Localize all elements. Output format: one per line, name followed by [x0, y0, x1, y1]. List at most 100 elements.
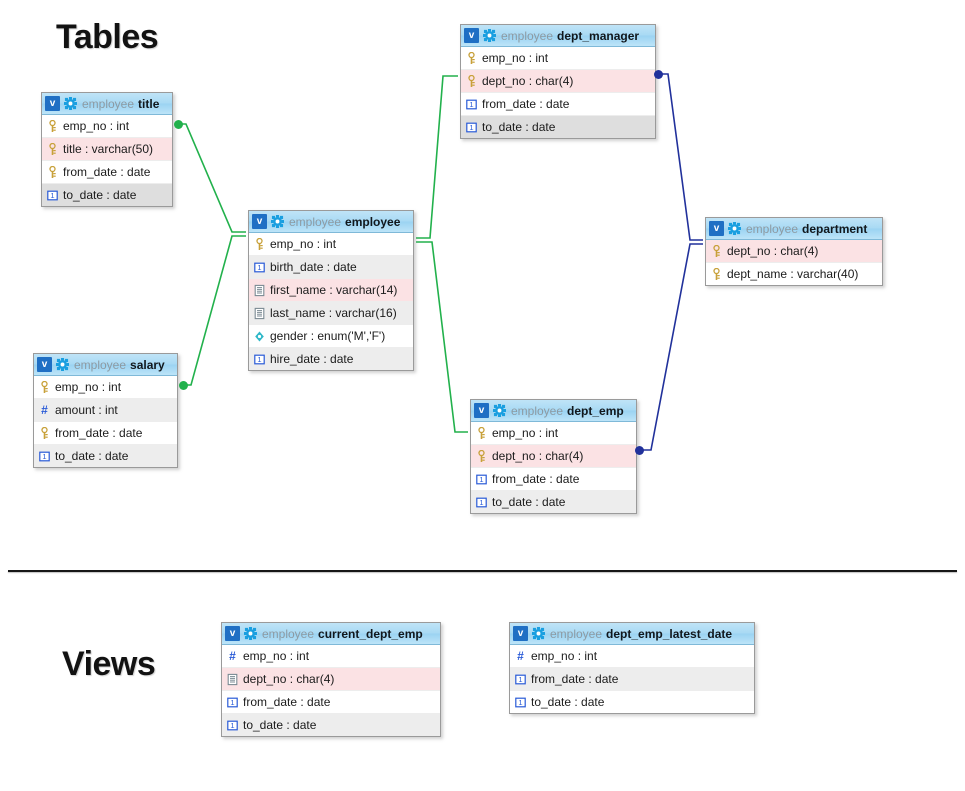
attribute-row[interactable]: dept_name : varchar(40) — [706, 263, 882, 285]
svg-text:1: 1 — [42, 452, 46, 461]
entity-schema-label: employee — [501, 28, 554, 43]
entity-schema-label: employee — [746, 221, 799, 236]
svg-text:#: # — [41, 404, 48, 417]
gear-icon — [64, 97, 77, 110]
entity-name-label: salary — [130, 357, 165, 372]
attribute-label: from_date : date — [492, 472, 580, 486]
key-icon — [478, 426, 485, 439]
attribute-label: gender : enum('M','F') — [270, 329, 386, 343]
attribute-row[interactable]: title : varchar(50) — [42, 138, 172, 161]
date-icon: 1 — [39, 451, 50, 461]
view-badge-icon: v — [37, 357, 52, 372]
attribute-row[interactable]: gender : enum('M','F') — [249, 325, 413, 348]
attribute-row[interactable]: from_date : date — [34, 422, 177, 445]
attribute-row[interactable]: emp_no : int — [461, 47, 655, 70]
attribute-label: emp_no : int — [482, 51, 549, 65]
date-icon: 1 — [515, 674, 526, 684]
attribute-row[interactable]: first_name : varchar(14) — [249, 279, 413, 302]
numeric-icon: # — [517, 650, 524, 663]
entity-schema-label: employee — [82, 96, 135, 111]
attribute-label: hire_date : date — [270, 352, 354, 366]
attribute-row[interactable]: dept_no : char(4) — [471, 445, 636, 468]
gear-icon — [728, 222, 741, 235]
svg-text:1: 1 — [230, 721, 234, 730]
attribute-row[interactable]: emp_no : int — [471, 422, 636, 445]
attribute-label: first_name : varchar(14) — [270, 283, 398, 297]
attribute-label: from_date : date — [55, 426, 143, 440]
gear-icon — [271, 215, 284, 228]
section-title-views: Views — [62, 645, 156, 683]
entity-name-label: dept_manager — [557, 28, 640, 43]
attribute-label: to_date : date — [531, 695, 605, 709]
attribute-row[interactable]: emp_no : int — [42, 115, 172, 138]
svg-text:1: 1 — [469, 123, 473, 132]
date-icon: 1 — [476, 474, 487, 484]
view-badge-icon: v — [464, 28, 479, 43]
attribute-row[interactable]: emp_no : int — [249, 233, 413, 256]
view-badge-icon: v — [513, 626, 528, 641]
entity-schema-label: employee — [262, 626, 315, 641]
attribute-row[interactable]: last_name : varchar(16) — [249, 302, 413, 325]
attribute-label: from_date : date — [243, 695, 331, 709]
attribute-label: emp_no : int — [492, 426, 559, 440]
attribute-label: emp_no : int — [531, 649, 598, 663]
attribute-row[interactable]: 1 from_date : date — [461, 93, 655, 116]
edge-employee-to-dept-emp — [416, 241, 468, 433]
attribute-row[interactable]: dept_no : char(4) — [461, 70, 655, 93]
endpoint-salary-right — [179, 381, 188, 390]
attribute-label: to_date : date — [55, 449, 129, 463]
attribute-label: from_date : date — [482, 97, 570, 111]
attribute-row[interactable]: emp_no : int — [34, 376, 177, 399]
attribute-row[interactable]: from_date : date — [42, 161, 172, 184]
date-icon: 1 — [47, 190, 58, 200]
date-icon: 1 — [466, 99, 477, 109]
endpoint-title-right — [174, 120, 183, 129]
attribute-label: dept_no : char(4) — [243, 672, 335, 686]
attribute-row[interactable]: dept_no : char(4) — [706, 240, 882, 263]
attribute-label: emp_no : int — [63, 119, 130, 133]
attribute-row[interactable]: dept_no : char(4) — [222, 668, 440, 691]
key-icon — [468, 51, 475, 64]
attribute-row[interactable]: # amount : int — [34, 399, 177, 422]
key-icon — [468, 74, 475, 87]
entity-name-label: department — [802, 221, 868, 236]
attribute-label: dept_name : varchar(40) — [727, 267, 859, 281]
attribute-label: amount : int — [55, 403, 118, 417]
attribute-row[interactable]: # emp_no : int — [510, 645, 754, 668]
attribute-label: emp_no : int — [243, 649, 310, 663]
edge-employee-to-dept-manager — [416, 75, 458, 239]
attribute-row[interactable]: 1 from_date : date — [471, 468, 636, 491]
attribute-row[interactable]: 1 to_date : date — [34, 445, 177, 467]
text-icon — [254, 284, 265, 296]
entity-name-label: employee — [345, 214, 401, 229]
date-icon: 1 — [227, 720, 238, 730]
key-icon — [49, 119, 56, 132]
attribute-row[interactable]: #emp_no : int — [222, 645, 440, 668]
